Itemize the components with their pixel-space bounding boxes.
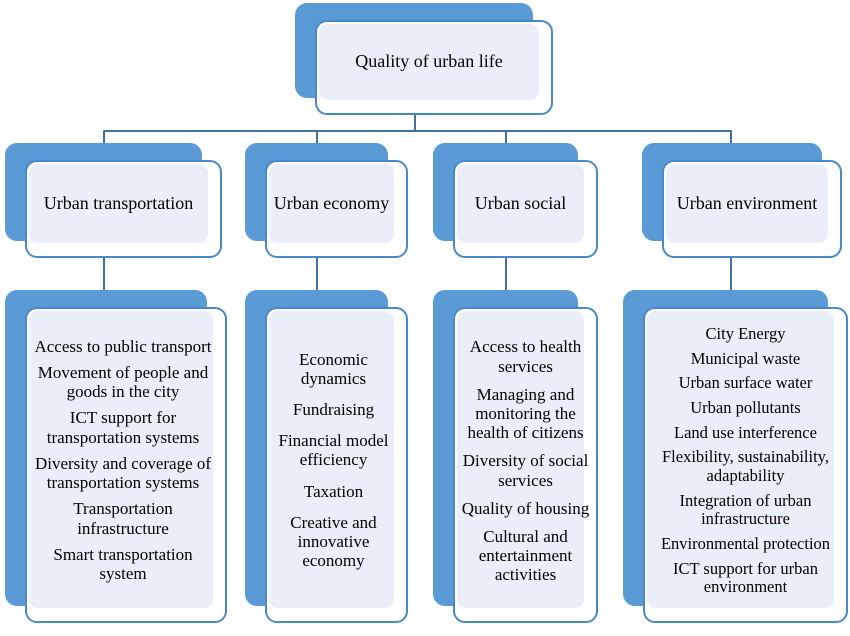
- node-fill: [269, 311, 394, 608]
- connector-path: [103, 112, 732, 292]
- list-item: Land use interference: [674, 422, 817, 442]
- node-branch-transportation: Urban transportation: [5, 143, 222, 258]
- list-item: Transportation infrastructure: [73, 499, 173, 538]
- list-item: Financial model efficiency: [278, 431, 389, 470]
- node-branch-economy: Urban economy: [245, 143, 408, 258]
- node-box: Urban social: [453, 160, 598, 258]
- node-fill: [29, 164, 208, 243]
- node-box: Urban transportation: [25, 160, 222, 258]
- list-item: Cultural and entertainment activities: [478, 527, 573, 585]
- node-fill: [647, 311, 834, 608]
- list-item: City Energy: [705, 324, 786, 344]
- list-item: Diversity of social services: [462, 451, 589, 490]
- list-item: Environmental protection: [660, 533, 831, 553]
- list-item: Creative and innovative economy: [290, 512, 377, 571]
- node-box: Urban economy: [265, 160, 408, 258]
- branch-label: Urban social: [474, 192, 567, 213]
- list-item: Quality of housing: [461, 498, 590, 518]
- list-item: Movement of people and goods in the city: [37, 363, 209, 402]
- list-item: Flexibility, sustainability, adaptabilit…: [662, 447, 829, 485]
- node-root-fill: [319, 24, 539, 100]
- list-item: Diversity and coverage of transportation…: [34, 453, 212, 493]
- list-item: Fundraising: [292, 399, 375, 419]
- node-branch-social: Urban social: [433, 143, 598, 258]
- node-root-box: Quality of urban life: [315, 20, 553, 115]
- list-item: Municipal waste: [690, 348, 801, 368]
- branch-label: Urban environment: [676, 192, 818, 213]
- list-item: ICT support for urban environment: [673, 558, 818, 597]
- list-item: Economic dynamics: [299, 349, 368, 388]
- list-item: Smart transportation system: [53, 544, 193, 583]
- node-root-label: Quality of urban life: [355, 51, 503, 72]
- node-fill: [269, 164, 394, 243]
- list-item: Access to public transport: [34, 336, 212, 356]
- node-branch-environment: Urban environment: [642, 143, 842, 258]
- list-item: Integration of urban infrastructure: [679, 490, 812, 529]
- list-item: Access to health services: [469, 337, 582, 376]
- node-fill: [457, 164, 584, 243]
- list-item: Managing and monitoring the health of ci…: [467, 384, 584, 443]
- list-item: Taxation: [303, 481, 364, 501]
- node-fill: [666, 164, 828, 243]
- branch-label: Urban transportation: [43, 192, 194, 213]
- node-fill: [457, 311, 584, 608]
- node-fill: [29, 311, 213, 608]
- list-item: Urban surface water: [678, 373, 813, 393]
- node-box: Urban environment: [662, 160, 842, 258]
- list-item: Urban pollutants: [690, 398, 801, 418]
- branch-label: Urban economy: [273, 192, 390, 213]
- list-item: ICT support for transportation systems: [46, 408, 200, 447]
- node-root: Quality of urban life: [295, 3, 553, 115]
